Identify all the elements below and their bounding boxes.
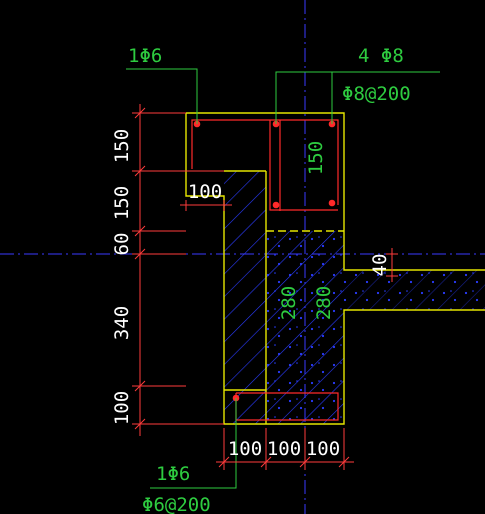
left-dimension-chain bbox=[132, 104, 224, 436]
dim-bottom-100-b: 100 bbox=[267, 438, 301, 460]
label-bottom-rebar: 1Φ6 bbox=[156, 463, 190, 485]
slab-fill bbox=[344, 270, 485, 310]
beam-hatch bbox=[224, 171, 344, 424]
label-inner-280-a: 280 bbox=[278, 286, 300, 320]
dim-left-100: 100 bbox=[111, 391, 133, 425]
dim-slab-40: 40 bbox=[369, 254, 391, 277]
dim-left-60: 60 bbox=[111, 233, 133, 256]
dim-bottom-100-c: 100 bbox=[306, 438, 340, 460]
label-top-right-stirrup: Φ8@200 bbox=[342, 83, 411, 105]
slab-dimension bbox=[386, 248, 398, 282]
bottom-dimension-chain bbox=[216, 428, 354, 470]
notch-dimension bbox=[180, 200, 232, 211]
dim-left-340: 340 bbox=[111, 306, 133, 340]
label-inner-280-b: 280 bbox=[313, 286, 335, 320]
label-top-left-rebar: 1Φ6 bbox=[128, 45, 162, 67]
dim-left-150-top: 150 bbox=[111, 129, 133, 163]
label-top-right-rebar: 4 Φ8 bbox=[358, 45, 404, 67]
dim-notch-100: 100 bbox=[188, 181, 222, 203]
leader-lines bbox=[126, 68, 440, 489]
dim-left-150-mid: 150 bbox=[111, 186, 133, 220]
label-inner-vertical-150: 150 bbox=[305, 141, 327, 175]
dim-bottom-100-a: 100 bbox=[228, 438, 262, 460]
label-bottom-stirrup: Φ6@200 bbox=[142, 494, 211, 514]
